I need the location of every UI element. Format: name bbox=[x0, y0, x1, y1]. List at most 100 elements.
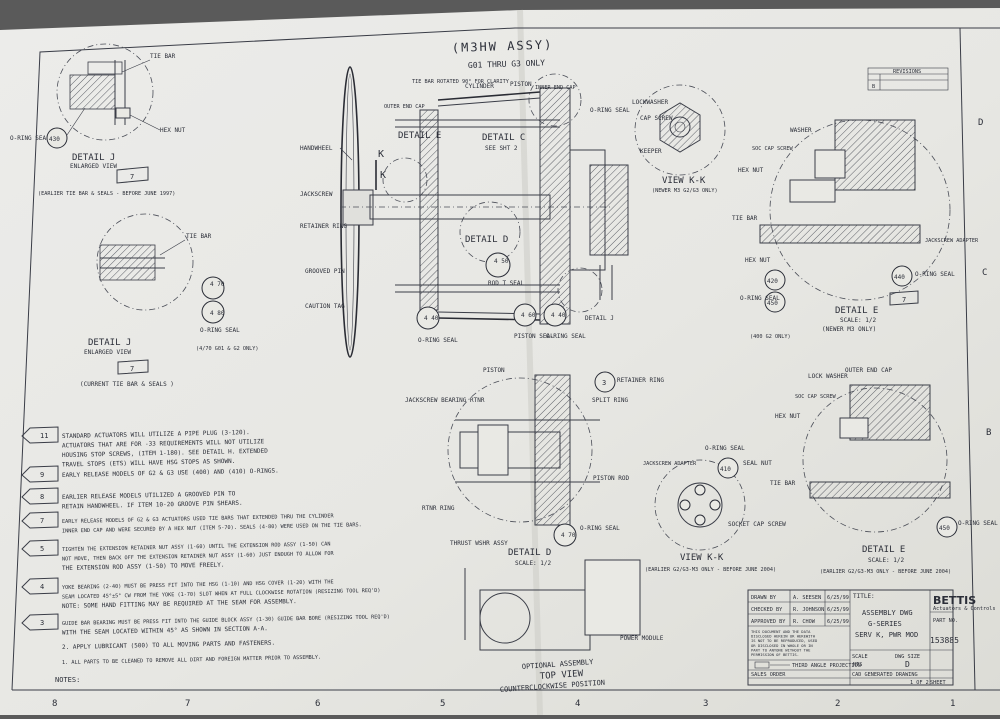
note-flag-4 bbox=[21, 577, 59, 595]
dd-piston: PISTON bbox=[483, 367, 505, 374]
zone-8: 8 bbox=[52, 699, 57, 709]
dd-thrust: THRUST WSHR ASSY bbox=[450, 540, 508, 547]
label-piston: PISTON bbox=[510, 81, 532, 88]
tb-title-label: TITLE: bbox=[853, 593, 875, 600]
tb-drawn-label: DRAWN BY bbox=[751, 595, 777, 601]
de-tie-bar: TIE BAR bbox=[732, 215, 758, 222]
zone-1: 1 bbox=[950, 699, 955, 709]
flag-7-c: 7 bbox=[902, 296, 906, 304]
note-line: YOKE BEARING (2-40) MUST BE PRESS FIT IN… bbox=[62, 579, 334, 591]
de-g2-only: (400 G2 ONLY) bbox=[750, 334, 791, 340]
note-line: THE EXTENSION ROD ASSY (1-50) TO MOVE FR… bbox=[62, 562, 225, 572]
vk2-jackscrew-adapter: JACKSCREW ADAPTER bbox=[643, 461, 697, 467]
vk-keeper: KEEPER bbox=[640, 148, 662, 155]
label-retainer-ring: RETAINER RING bbox=[300, 223, 347, 230]
border-zone-labels-bottom: 8 7 6 5 4 3 2 1 bbox=[52, 699, 955, 709]
zone-6: 6 bbox=[315, 699, 320, 709]
balloon-410: 410 bbox=[720, 466, 731, 473]
tb-scale-label: SCALE bbox=[852, 654, 868, 660]
label-grooved-pin: GROOVED PIN bbox=[305, 268, 345, 275]
k-marker-top: K bbox=[378, 149, 384, 160]
de-title: DETAIL E bbox=[835, 306, 878, 316]
view-kk-earlier: O-RING SEAL 410 SEAL NUT JACKSCREW ADAPT… bbox=[643, 445, 786, 573]
note-number-8: 8 bbox=[40, 493, 44, 501]
note-flag-7 bbox=[21, 511, 59, 529]
flag-7-b: 7 bbox=[130, 365, 134, 373]
de2-title: DETAIL E bbox=[862, 545, 905, 555]
tb-third-angle: THIRD ANGLE PROJECTION bbox=[792, 663, 861, 669]
dj-earlier-note: (EARLIER TIE BAR & SEALS - BEFORE JUNE 1… bbox=[38, 191, 175, 197]
notes-heading: NOTES: bbox=[55, 676, 80, 684]
note-number-11: 11 bbox=[40, 432, 48, 440]
tb-company-sub: Actuators & Controls bbox=[933, 606, 995, 612]
disclaimer-line: THIS DOCUMENT AND THE DATA bbox=[751, 629, 811, 634]
dd-retainer-ring: RETAINER RING bbox=[617, 377, 664, 384]
drawing-title: (M3HW ASSY) bbox=[452, 37, 554, 55]
tb-title-line1: ASSEMBLY DWG bbox=[862, 609, 913, 617]
dd-piston-rod: PISTON ROD bbox=[593, 475, 630, 482]
de2-lock-washer: LOCK WASHER bbox=[808, 373, 848, 380]
note-line: TRAVEL STOPS (ETS) WILL HAVE HSG STOPS A… bbox=[62, 458, 235, 469]
note-line: HOUSING STOP SCREWS, (ITEM 1-180). SEE D… bbox=[62, 448, 268, 459]
note-line: EARLY RELEASE MODELS OF G2 & G3 USE (400… bbox=[62, 467, 279, 479]
vk-cap-screw: CAP SCREW bbox=[640, 115, 673, 122]
label-detail-j-right: DETAIL J bbox=[585, 315, 614, 322]
detail-j-current: TIE BAR 4 70 4 80 O-RING SEAL (4/70 G01 … bbox=[80, 213, 258, 388]
dd-split-ring: SPLIT RING bbox=[592, 397, 629, 404]
de2-oring: O-RING SEAL bbox=[958, 520, 998, 527]
note-line: EARLIER RELEASE MODELS UTILIZED A GROOVE… bbox=[62, 490, 236, 501]
label-detail-c: DETAIL C bbox=[482, 133, 525, 143]
note-number-5: 5 bbox=[40, 545, 44, 553]
dj2-sub: ENLARGED VIEW bbox=[84, 349, 131, 356]
disclaimer-line: OR DISCLOSED IN WHOLE OR IN bbox=[751, 643, 813, 648]
tb-dwg-size: D bbox=[905, 660, 910, 669]
note-number-4: 4 bbox=[40, 583, 44, 591]
note-line: NOT MOVE, THEN BACK OFF THE EXTENSION RE… bbox=[62, 551, 335, 563]
note-line: ACTUATORS THAT ARE FOR -33 REQUIREMENTS … bbox=[62, 438, 265, 449]
label-power-module: POWER MODULE bbox=[620, 635, 664, 642]
dd-scale: SCALE: 1/2 bbox=[515, 560, 552, 567]
note-line: TIGHTEN THE EXTENSION RETAINER NUT ASSY … bbox=[62, 541, 331, 553]
main-assembly: K K TIE BAR ROTATED 90° FOR CLARITY CYLI… bbox=[300, 66, 630, 358]
note-flag-9 bbox=[21, 465, 59, 483]
dj-hex-nut-label: HEX NUT bbox=[160, 127, 186, 134]
k-marker-bottom: K bbox=[380, 170, 386, 181]
detail-e-earlier: LOCK WASHER OUTER END CAP SOC CAP SCREW … bbox=[770, 367, 998, 575]
de-hex-nut2: HEX NUT bbox=[745, 257, 771, 264]
label-jackscrew: JACKSCREW bbox=[300, 191, 333, 198]
tb-part-no-label: PART NO. bbox=[933, 618, 958, 624]
dj-earlier-sub: ENLARGED VIEW bbox=[70, 163, 117, 170]
note-line: RETAIN HANDWHEEL. IF ITEM 10-20 GROOVE P… bbox=[62, 500, 243, 511]
dj2-note: (CURRENT TIE BAR & SEALS ) bbox=[80, 381, 174, 388]
label-piston-seal: PISTON SEAL bbox=[514, 333, 554, 340]
balloon-420: 420 bbox=[767, 278, 778, 285]
zone-3: 3 bbox=[703, 699, 708, 709]
dd-title: DETAIL D bbox=[508, 548, 551, 558]
note-flag-3 bbox=[21, 613, 59, 631]
tb-company-logo: BETTIS bbox=[933, 594, 976, 607]
disclaimer-line: PERMISSION OF BETTIS. bbox=[751, 652, 799, 657]
label-handwheel: HANDWHEEL bbox=[300, 145, 333, 152]
vk2-socket: SOCKET CAP SCREW bbox=[728, 521, 786, 528]
balloon-3: 3 bbox=[602, 379, 606, 387]
vk2-note: (EARLIER G2/G3-M3 ONLY - BEFORE JUNE 200… bbox=[645, 567, 776, 573]
label-rod-t-seal: ROD T SEAL bbox=[488, 280, 525, 287]
label-detail-d-main: DETAIL D bbox=[465, 235, 508, 245]
vk2-oring: O-RING SEAL bbox=[705, 445, 745, 452]
zone-2: 2 bbox=[835, 699, 840, 709]
de-jackscrew-adapter: JACKSCREW ADAPTER bbox=[925, 238, 979, 244]
de2-soc-cap: SOC CAP SCREW bbox=[795, 394, 836, 400]
label-detail-e-main: DETAIL E bbox=[398, 131, 441, 141]
note-flag-5 bbox=[21, 539, 59, 557]
title-group: (M3HW ASSY) G01 THRU G3 ONLY bbox=[452, 37, 554, 70]
vk2-seal-nut: SEAL NUT bbox=[743, 460, 772, 467]
title-block: DRAWN BY A. SEESEN 6/25/99 CHECKED BY R.… bbox=[747, 589, 995, 686]
label-oring-bottom: O-RING SEAL bbox=[418, 337, 458, 344]
balloon-4-60: 4 60 bbox=[521, 312, 536, 319]
note-line: 2. APPLY LUBRICANT (500) TO ALL MOVING P… bbox=[62, 640, 275, 651]
dd-rtnr-ring: RTNR RING bbox=[422, 505, 455, 512]
dj-oring-label: O-RING SEAL bbox=[10, 135, 50, 142]
tb-approved-label: APPROVED BY bbox=[751, 619, 786, 625]
de-scale: SCALE: 1/2 bbox=[840, 317, 877, 324]
tb-title-line2: G-SERIES bbox=[868, 620, 902, 628]
